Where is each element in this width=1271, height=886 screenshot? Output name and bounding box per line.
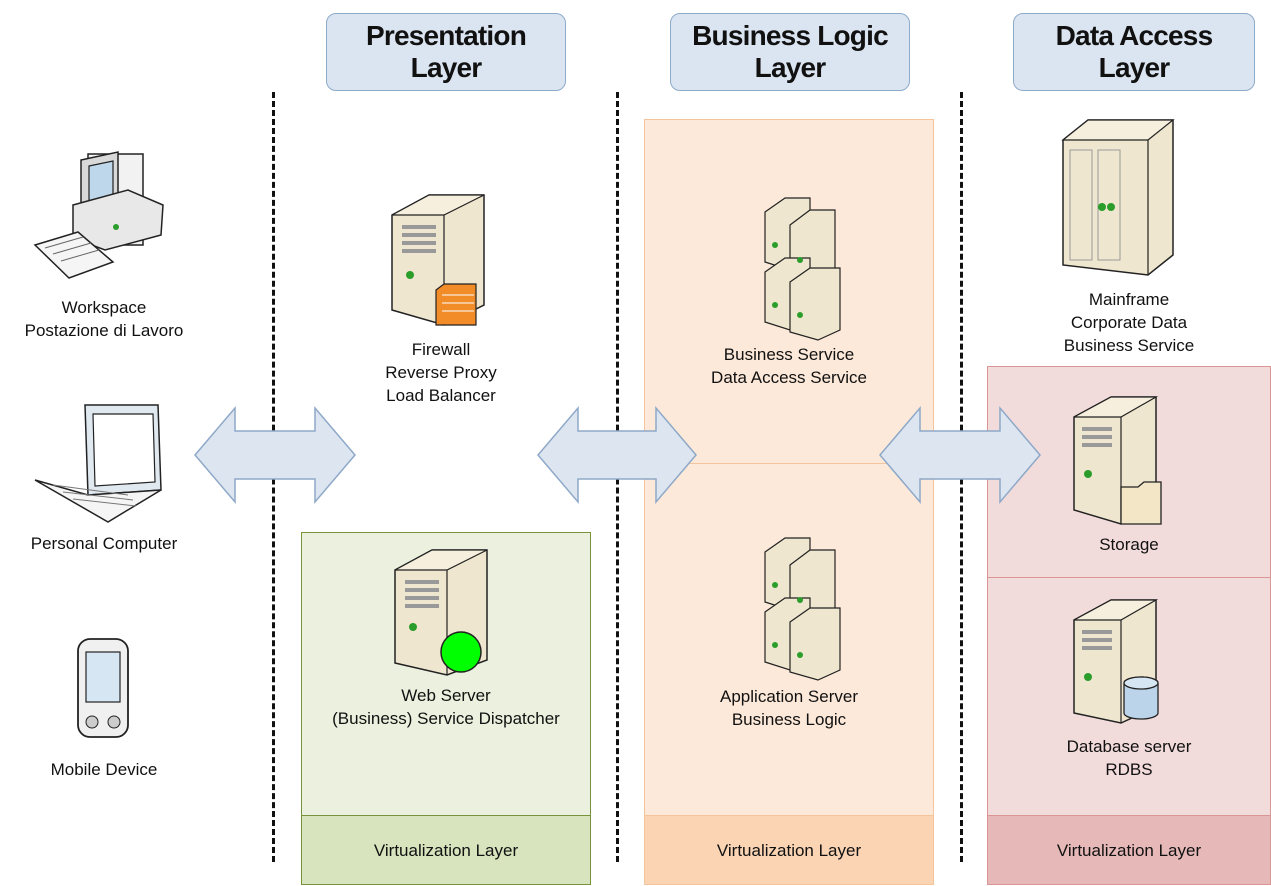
laptop-icon xyxy=(34,404,162,523)
database-server-label: Database server RDBS xyxy=(987,735,1271,781)
business-service-label-line2: Data Access Service xyxy=(711,368,867,387)
firewall-server-icon xyxy=(391,194,485,326)
presentation-title-line1: Presentation xyxy=(366,20,527,51)
mobile-device-label-line1: Mobile Device xyxy=(50,760,158,779)
data-title-line1: Data Access xyxy=(1055,20,1214,51)
double-arrow-icon xyxy=(194,405,356,505)
double-arrow-icon xyxy=(879,405,1041,505)
business-title-line2: Layer xyxy=(754,52,827,83)
presentation-virtualization-layer: Virtualization Layer xyxy=(301,815,591,885)
mainframe-label-line1: Mainframe xyxy=(1088,290,1170,309)
database-server-icon xyxy=(1073,599,1159,724)
workspace-label-line2: Postazione di Lavoro xyxy=(24,321,184,340)
storage-label-line1: Storage xyxy=(1099,535,1159,554)
presentation-title-line2: Layer xyxy=(410,52,483,83)
business-service-label-line1: Business Service xyxy=(723,345,855,364)
mainframe-label-line3: Business Service xyxy=(1063,336,1195,355)
firewall-label-line2: Reverse Proxy xyxy=(385,363,497,382)
web-server-label-line2: (Business) Service Dispatcher xyxy=(332,709,560,728)
business-service-cluster-icon xyxy=(764,197,841,341)
business-logic-layer-title: Business Logic Layer xyxy=(670,13,910,91)
mainframe-icon xyxy=(1061,119,1175,276)
application-server-label-line1: Application Server xyxy=(720,687,858,706)
database-server-label-line1: Database server xyxy=(1066,737,1192,756)
firewall-label-line1: Firewall xyxy=(411,340,471,359)
data-virtualization-layer: Virtualization Layer xyxy=(987,815,1271,885)
business-service-label: Business Service Data Access Service xyxy=(644,343,934,389)
database-server-label-line2: RDBS xyxy=(1105,760,1153,779)
application-server-label: Application Server Business Logic xyxy=(644,685,934,731)
workspace-label-line1: Workspace xyxy=(61,298,147,317)
double-arrow-icon xyxy=(537,405,697,505)
personal-computer-label-line1: Personal Computer xyxy=(30,534,178,553)
web-server-icon xyxy=(394,549,488,676)
mainframe-label-line2: Corporate Data xyxy=(1070,313,1188,332)
personal-computer-label: Personal Computer xyxy=(0,532,208,555)
mobile-device-label: Mobile Device xyxy=(0,758,208,781)
firewall-label-line3: Load Balancer xyxy=(386,386,496,405)
application-server-cluster-icon xyxy=(764,537,841,681)
business-title-line1: Business Logic xyxy=(692,20,889,51)
storage-label: Storage xyxy=(987,533,1271,556)
data-access-layer-title: Data Access Layer xyxy=(1013,13,1255,91)
firewall-label: Firewall Reverse Proxy Load Balancer xyxy=(341,338,541,407)
presentation-layer-title: Presentation Layer xyxy=(326,13,566,91)
workstation-icon xyxy=(33,151,164,279)
application-server-label-line2: Business Logic xyxy=(731,710,847,729)
business-virtualization-layer: Virtualization Layer xyxy=(644,815,934,885)
mainframe-label: Mainframe Corporate Data Business Servic… xyxy=(987,288,1271,357)
mobile-device-icon xyxy=(77,638,129,738)
data-title-line2: Layer xyxy=(1098,52,1171,83)
web-server-label: Web Server (Business) Service Dispatcher xyxy=(301,684,591,730)
storage-server-icon xyxy=(1073,396,1162,525)
web-server-label-line1: Web Server xyxy=(401,686,491,705)
workspace-label: Workspace Postazione di Lavoro xyxy=(0,296,208,342)
